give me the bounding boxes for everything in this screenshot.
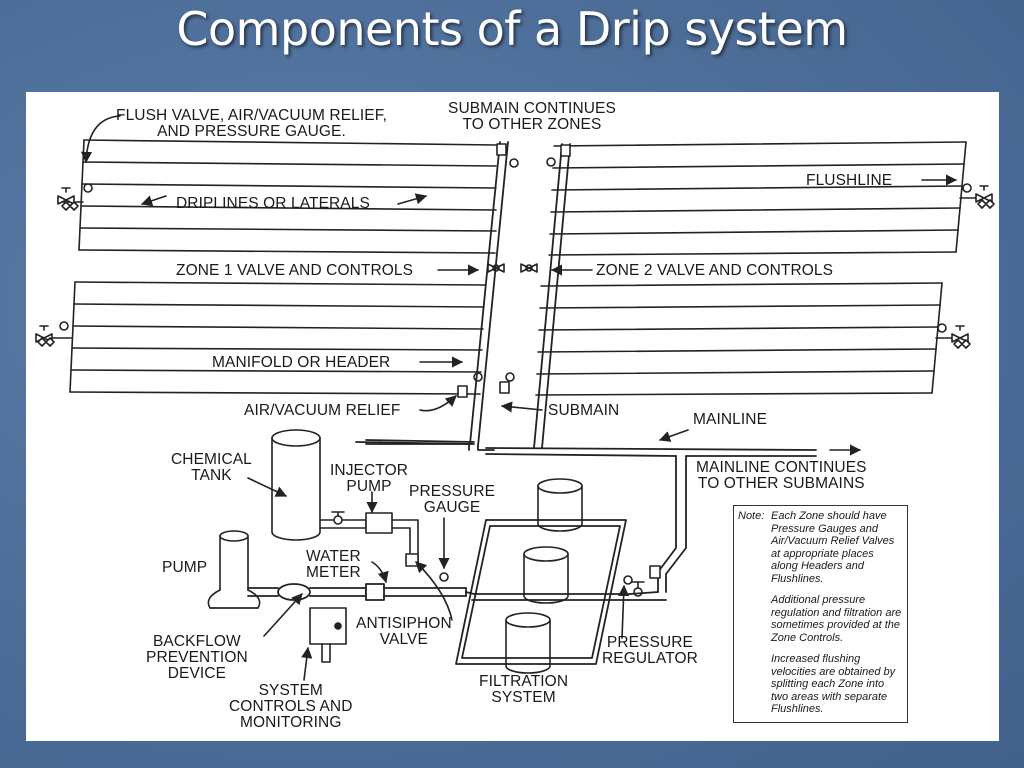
drip-system-diagram xyxy=(35,115,995,681)
submain-left-valve xyxy=(457,143,519,398)
label-pressure-gauge: PRESSURE GAUGE xyxy=(409,484,495,516)
label-pressure-regulator-line2: REGULATOR xyxy=(602,650,698,667)
label-pump: PUMP xyxy=(162,559,208,576)
diagram-panel: FLUSH VALVE, AIR/VACUUM RELIEF, AND PRES… xyxy=(26,92,999,741)
chemical-tank xyxy=(271,429,321,541)
note-paragraph-2: Additional pressure regulation and filtr… xyxy=(771,594,902,644)
label-chemical-tank-line2: TANK xyxy=(191,467,232,484)
label-mainline-continues-line1: MAINLINE CONTINUES xyxy=(696,459,867,476)
note-text-1: Each Zone should have Pressure Gauges an… xyxy=(771,510,895,585)
submain-right-valve xyxy=(499,144,571,394)
label-water-meter-line1: WATER xyxy=(306,548,361,565)
label-water-meter-line2: METER xyxy=(306,564,361,581)
label-submain: SUBMAIN xyxy=(548,402,620,419)
label-antisiphon: ANTISIPHON VALVE xyxy=(356,616,452,648)
label-zone1: ZONE 1 VALVE AND CONTROLS xyxy=(176,262,414,279)
submain-pipes xyxy=(469,141,571,449)
zone1-upper-laterals xyxy=(78,139,497,254)
label-backflow-line3: DEVICE xyxy=(167,665,227,682)
label-injector-pump-line2: PUMP xyxy=(346,478,392,495)
label-flush-valve-line2: AND PRESSURE GAUGE. xyxy=(157,123,346,140)
pump xyxy=(207,530,261,609)
zone1-lower-laterals xyxy=(69,281,486,395)
label-backflow: BACKFLOW PREVENTION DEVICE xyxy=(146,634,248,682)
label-system-controls-line3: MONITORING xyxy=(240,714,342,731)
mainline-pipe xyxy=(355,441,817,593)
submain-to-mainline xyxy=(365,439,495,451)
label-air-vacuum: AIR/VACUUM RELIEF xyxy=(244,402,401,419)
leader-arrows xyxy=(80,115,958,681)
label-pressure-regulator: PRESSURE REGULATOR xyxy=(602,635,698,667)
label-filtration-line1: FILTRATION xyxy=(479,673,569,690)
note-paragraph-3: Increased flushing velocities are obtain… xyxy=(771,653,896,715)
label-manifold: MANIFOLD OR HEADER xyxy=(212,354,391,371)
label-pressure-regulator-line1: PRESSURE xyxy=(606,634,693,651)
label-flush-valve: FLUSH VALVE, AIR/VACUUM RELIEF, AND PRES… xyxy=(116,108,387,140)
label-injector-pump-line1: INJECTOR xyxy=(330,462,409,479)
zone2-upper-laterals xyxy=(548,141,967,256)
label-mainline-continues-line2: TO OTHER SUBMAINS xyxy=(697,475,865,492)
flush-valve-lower-right xyxy=(935,323,971,349)
label-flushline: FLUSHLINE xyxy=(806,172,893,189)
label-water-meter: WATER METER xyxy=(306,549,361,581)
flush-valve-upper-left xyxy=(57,183,93,211)
label-submain-continues-line2: TO OTHER ZONES xyxy=(462,116,602,133)
label-chemical-tank-line1: CHEMICAL xyxy=(171,451,252,468)
label-pressure-gauge-line2: GAUGE xyxy=(423,499,481,516)
zone2-lower-laterals xyxy=(535,282,943,396)
label-system-controls-line2: CONTROLS AND xyxy=(229,698,353,715)
label-submain-continues-line1: SUBMAIN CONTINUES xyxy=(448,100,616,117)
label-filtration: FILTRATION SYSTEM xyxy=(479,674,568,706)
system-controls-box xyxy=(309,607,347,663)
supply-pipe xyxy=(247,583,467,601)
label-mainline: MAINLINE xyxy=(693,411,768,428)
note-lead: Note: xyxy=(738,510,765,522)
injector-pump xyxy=(319,511,449,582)
label-chemical-tank: CHEMICAL TANK xyxy=(171,452,252,484)
label-backflow-line2: PREVENTION xyxy=(146,649,248,666)
label-filtration-line2: SYSTEM xyxy=(491,689,556,706)
slide-title: Components of a Drip system xyxy=(176,2,848,56)
label-flush-valve-line1: FLUSH VALVE, AIR/VACUUM RELIEF, xyxy=(116,107,387,124)
pressure-regulator xyxy=(623,565,661,597)
flush-valve-upper-right xyxy=(959,183,995,209)
label-system-controls-line1: SYSTEM xyxy=(258,682,323,699)
filtration-system xyxy=(455,519,667,665)
label-system-controls: SYSTEM CONTROLS AND MONITORING xyxy=(229,683,353,731)
note-box: Note: Each Zone should have Pressure Gau… xyxy=(733,505,908,723)
label-submain-continues: SUBMAIN CONTINUES TO OTHER ZONES xyxy=(448,101,616,133)
filter-tanks xyxy=(505,478,583,674)
label-driplines: DRIPLINES OR LATERALS xyxy=(176,195,370,212)
label-zone2: ZONE 2 VALVE AND CONTROLS xyxy=(596,262,834,279)
label-mainline-continues: MAINLINE CONTINUES TO OTHER SUBMAINS xyxy=(696,460,867,492)
label-pressure-gauge-line1: PRESSURE xyxy=(409,483,496,500)
flush-valve-lower-left xyxy=(35,321,73,347)
note-paragraph-1: Note: Each Zone should have Pressure Gau… xyxy=(738,510,903,585)
label-injector-pump: INJECTOR PUMP xyxy=(330,463,408,495)
label-backflow-line1: BACKFLOW xyxy=(152,633,241,650)
label-antisiphon-line1: ANTISIPHON xyxy=(356,615,452,632)
label-antisiphon-line2: VALVE xyxy=(379,631,428,648)
